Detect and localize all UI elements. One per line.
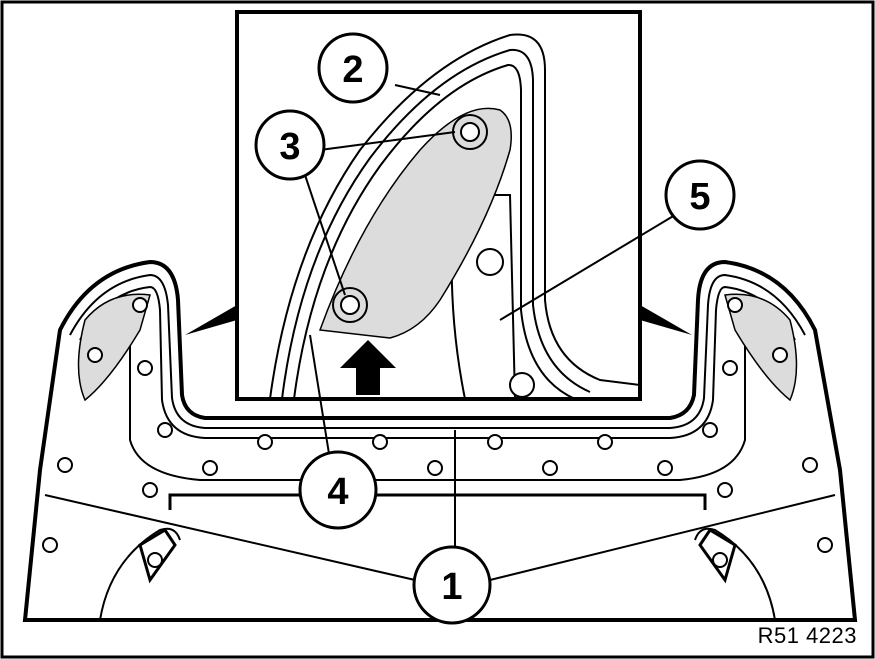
callout-2-label: 2 (342, 49, 363, 91)
panel-holes (42, 297, 833, 568)
callout-3-label: 3 (279, 126, 300, 168)
callout-3: 3 (254, 109, 326, 181)
leader-lines (44, 84, 836, 581)
shaded-plate (318, 107, 512, 339)
inset-pointer-left (185, 305, 237, 335)
up-arrow (340, 340, 396, 395)
callout-5: 5 (664, 159, 736, 231)
callout-2: 2 (317, 32, 389, 104)
right-shaded-gasket (724, 293, 798, 402)
left-shaded-gasket (77, 293, 151, 402)
callout-5-label: 5 (689, 176, 710, 218)
callout-1: 1 (412, 545, 492, 625)
callout-1-label: 1 (441, 566, 462, 608)
detail-inset (235, 10, 642, 401)
callout-4-label: 4 (327, 471, 348, 513)
inset-pointer-right (640, 305, 692, 335)
callout-4: 4 (298, 450, 378, 530)
reference-code: R51 4223 (757, 623, 857, 648)
